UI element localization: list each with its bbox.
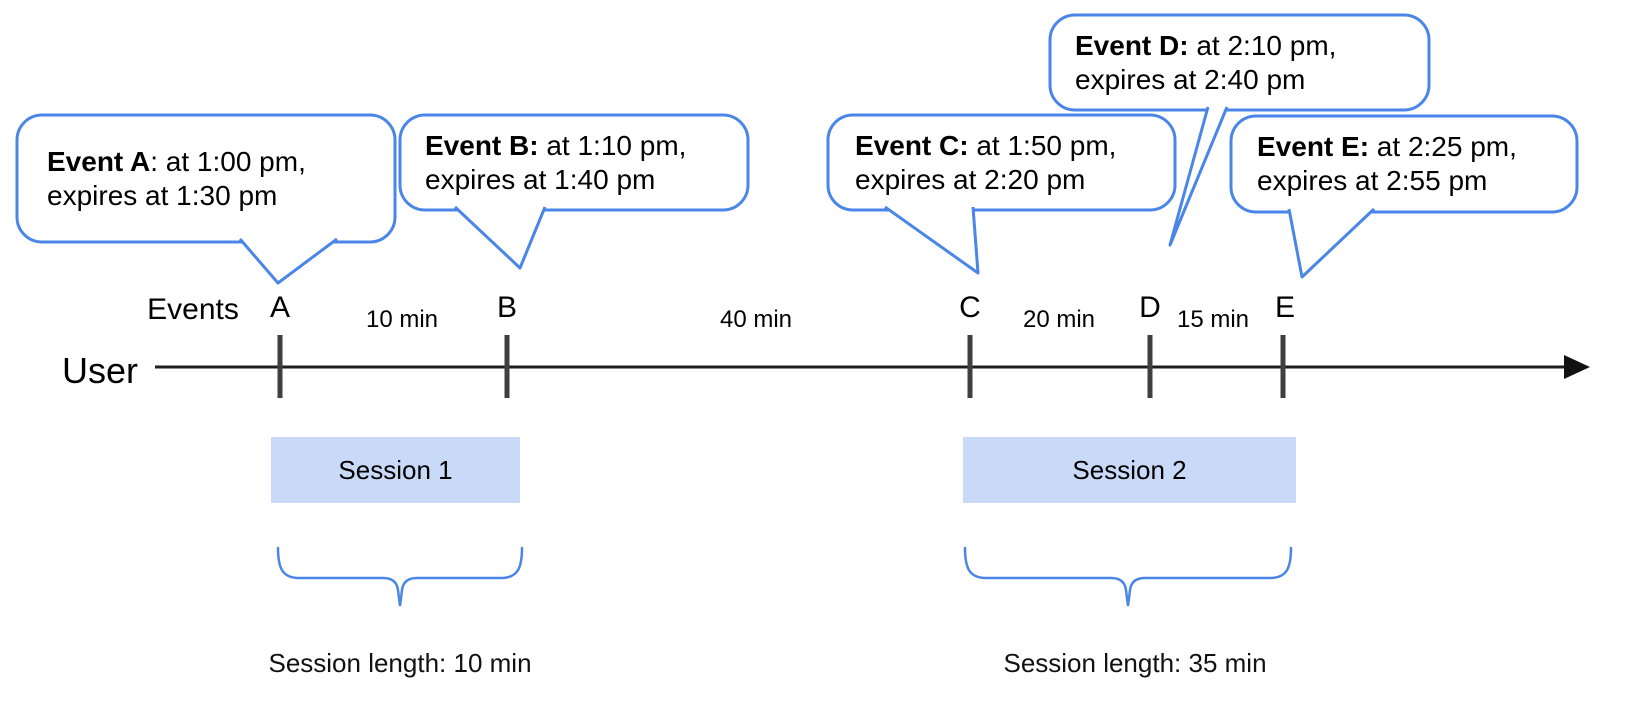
interval-label-a-b: 10 min bbox=[365, 306, 439, 333]
tick-label-d: D bbox=[1139, 291, 1161, 324]
speech-bubble-e-tail bbox=[1287, 207, 1376, 279]
speech-bubble-c bbox=[826, 113, 1177, 212]
bubble-d-line2: expires at 2:40 pm bbox=[1075, 63, 1306, 95]
bubble-a-line2: expires at 1:30 pm bbox=[47, 179, 278, 211]
interval-label-c-d: 20 min bbox=[1022, 306, 1096, 333]
interval-label-d-e: 15 min bbox=[1176, 306, 1250, 333]
speech-bubble-e bbox=[1229, 114, 1579, 214]
session-1-label: Session 1 bbox=[338, 454, 453, 485]
bubble-a-text: Event A: at 1:00 pm, expires at 1:30 pm bbox=[17, 115, 395, 242]
session-1-brace bbox=[276, 546, 524, 607]
bubble-d-line1: Event D: at 2:10 pm, bbox=[1075, 29, 1337, 61]
bubble-c-line2: expires at 2:20 pm bbox=[855, 163, 1086, 195]
bubble-b-text: Event B: at 1:10 pm, expires at 1:40 pm bbox=[400, 115, 748, 210]
speech-bubble-a-tail bbox=[238, 237, 338, 285]
speech-bubble-d bbox=[1048, 13, 1431, 112]
session-1-box: Session 1 bbox=[271, 437, 520, 503]
bubble-e-line2: expires at 2:55 pm bbox=[1257, 165, 1488, 196]
bubble-e-text: Event E: at 2:25 pm, expires at 2:55 pm bbox=[1231, 116, 1577, 212]
speech-bubble-d-tail bbox=[1168, 106, 1229, 247]
events-label: Events bbox=[147, 293, 239, 326]
timeline-arrowhead-icon bbox=[1564, 355, 1590, 379]
interval-label-b-c: 40 min bbox=[719, 306, 793, 333]
tick-label-e: E bbox=[1274, 291, 1296, 324]
bubble-b-line1: Event B: at 1:10 pm, bbox=[425, 129, 687, 161]
bubble-a-line1: Event A: at 1:00 pm, bbox=[47, 145, 306, 177]
speech-bubble-c-tail bbox=[884, 205, 980, 275]
speech-bubble-a bbox=[15, 113, 397, 244]
session-2-brace bbox=[963, 546, 1293, 607]
bubble-d-text: Event D: at 2:10 pm, expires at 2:40 pm bbox=[1050, 15, 1429, 110]
tick-label-a: A bbox=[269, 291, 291, 324]
speech-bubble-b bbox=[398, 113, 750, 212]
bubble-e-line1: Event E: at 2:25 pm, bbox=[1257, 131, 1517, 162]
session-2-length-label: Session length: 35 min bbox=[1003, 648, 1267, 678]
session-1-length-label: Session length: 10 min bbox=[268, 648, 532, 678]
bubble-b-line2: expires at 1:40 pm bbox=[425, 163, 656, 195]
speech-bubble-b-tail bbox=[453, 205, 547, 270]
session-2-box: Session 2 bbox=[963, 437, 1296, 503]
bubble-c-text: Event C: at 1:50 pm, expires at 2:20 pm bbox=[828, 115, 1175, 210]
session-2-label: Session 2 bbox=[1072, 454, 1187, 485]
bubble-c-line1: Event C: at 1:50 pm, bbox=[855, 129, 1117, 161]
user-label: User bbox=[62, 350, 139, 391]
tick-label-c: C bbox=[959, 291, 981, 324]
tick-label-b: B bbox=[496, 291, 518, 324]
